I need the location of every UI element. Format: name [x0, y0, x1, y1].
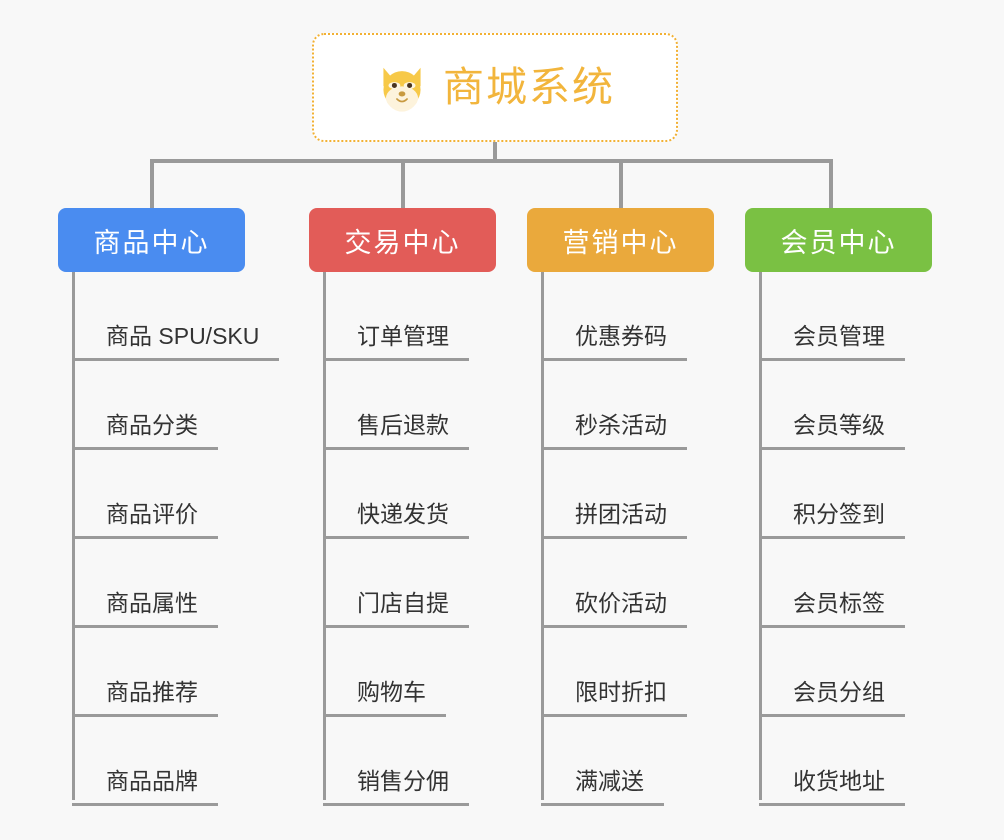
- list-item[interactable]: 砍价活动: [527, 539, 714, 628]
- leaf-label: 商品评价: [72, 501, 218, 539]
- leaf-label: 订单管理: [323, 323, 469, 361]
- list-item[interactable]: 商品品牌: [58, 717, 245, 806]
- leaf-list-3: 优惠券码 秒杀活动 拼团活动 砍价活动 限时折扣 满减送: [527, 272, 714, 806]
- connector-drop-1: [150, 159, 154, 208]
- branch-column-4: 会员中心 会员管理 会员等级 积分签到 会员标签 会员分组 收货地址: [745, 208, 932, 806]
- category-label-2: 交易中心: [344, 227, 461, 258]
- root-node[interactable]: 商城系统: [312, 33, 678, 142]
- list-item[interactable]: 限时折扣: [527, 628, 714, 717]
- branch-column-3: 营销中心 优惠券码 秒杀活动 拼团活动 砍价活动 限时折扣 满减送: [527, 208, 714, 806]
- leaf-label: 积分签到: [759, 501, 905, 539]
- list-item[interactable]: 拼团活动: [527, 450, 714, 539]
- leaf-label: 销售分佣: [323, 768, 469, 806]
- list-item[interactable]: 优惠券码: [527, 272, 714, 361]
- leaf-label: 快递发货: [323, 501, 469, 539]
- connector-root-stem: [493, 142, 497, 162]
- list-item[interactable]: 商品属性: [58, 539, 245, 628]
- shiba-dog-face-icon: [375, 61, 429, 115]
- list-item[interactable]: 会员管理: [745, 272, 932, 361]
- category-header-4[interactable]: 会员中心: [745, 208, 932, 272]
- list-item[interactable]: 收货地址: [745, 717, 932, 806]
- leaf-label: 限时折扣: [541, 679, 687, 717]
- branch-trunk-2: [323, 272, 326, 800]
- leaf-label: 会员等级: [759, 412, 905, 450]
- list-item[interactable]: 购物车: [309, 628, 496, 717]
- leaf-label: 门店自提: [323, 590, 469, 628]
- leaf-label: 商品属性: [72, 590, 218, 628]
- connector-drop-3: [619, 159, 623, 208]
- list-item[interactable]: 会员等级: [745, 361, 932, 450]
- list-item[interactable]: 订单管理: [309, 272, 496, 361]
- leaf-label: 收货地址: [759, 768, 905, 806]
- leaf-label: 会员分组: [759, 679, 905, 717]
- leaf-label: 会员管理: [759, 323, 905, 361]
- list-item[interactable]: 售后退款: [309, 361, 496, 450]
- leaf-label: 商品品牌: [72, 768, 218, 806]
- leaf-label: 商品推荐: [72, 679, 218, 717]
- leaf-label: 商品分类: [72, 412, 218, 450]
- list-item[interactable]: 销售分佣: [309, 717, 496, 806]
- leaf-label: 拼团活动: [541, 501, 687, 539]
- connector-drop-2: [401, 159, 405, 208]
- leaf-list-4: 会员管理 会员等级 积分签到 会员标签 会员分组 收货地址: [745, 272, 932, 806]
- branch-trunk-4: [759, 272, 762, 800]
- leaf-label: 售后退款: [323, 412, 469, 450]
- leaf-list-1: 商品 SPU/SKU 商品分类 商品评价 商品属性 商品推荐 商品品牌: [58, 272, 280, 806]
- category-label-4: 会员中心: [780, 227, 897, 258]
- branch-column-1: 商品中心 商品 SPU/SKU 商品分类 商品评价 商品属性 商品推荐 商品品牌: [58, 208, 280, 806]
- category-header-1[interactable]: 商品中心: [58, 208, 245, 272]
- list-item[interactable]: 商品 SPU/SKU: [58, 272, 280, 361]
- category-header-3[interactable]: 营销中心: [527, 208, 714, 272]
- leaf-label: 满减送: [541, 768, 664, 806]
- leaf-label: 商品 SPU/SKU: [72, 323, 280, 361]
- branch-trunk-3: [541, 272, 544, 800]
- connector-horizontal-bus: [150, 159, 833, 163]
- list-item[interactable]: 满减送: [527, 717, 714, 806]
- leaf-label: 会员标签: [759, 590, 905, 628]
- list-item[interactable]: 秒杀活动: [527, 361, 714, 450]
- category-label-1: 商品中心: [93, 227, 210, 258]
- leaf-list-2: 订单管理 售后退款 快递发货 门店自提 购物车 销售分佣: [309, 272, 496, 806]
- list-item[interactable]: 快递发货: [309, 450, 496, 539]
- root-title: 商城系统: [443, 64, 615, 110]
- leaf-label: 砍价活动: [541, 590, 687, 628]
- category-label-3: 营销中心: [562, 227, 679, 258]
- branch-column-2: 交易中心 订单管理 售后退款 快递发货 门店自提 购物车 销售分佣: [309, 208, 496, 806]
- category-header-2[interactable]: 交易中心: [309, 208, 496, 272]
- list-item[interactable]: 会员标签: [745, 539, 932, 628]
- connector-drop-4: [829, 159, 833, 208]
- list-item[interactable]: 门店自提: [309, 539, 496, 628]
- list-item[interactable]: 商品评价: [58, 450, 245, 539]
- leaf-label: 优惠券码: [541, 323, 687, 361]
- list-item[interactable]: 积分签到: [745, 450, 932, 539]
- leaf-label: 购物车: [323, 679, 446, 717]
- list-item[interactable]: 会员分组: [745, 628, 932, 717]
- branch-trunk-1: [72, 272, 75, 800]
- leaf-label: 秒杀活动: [541, 412, 687, 450]
- list-item[interactable]: 商品推荐: [58, 628, 245, 717]
- list-item[interactable]: 商品分类: [58, 361, 245, 450]
